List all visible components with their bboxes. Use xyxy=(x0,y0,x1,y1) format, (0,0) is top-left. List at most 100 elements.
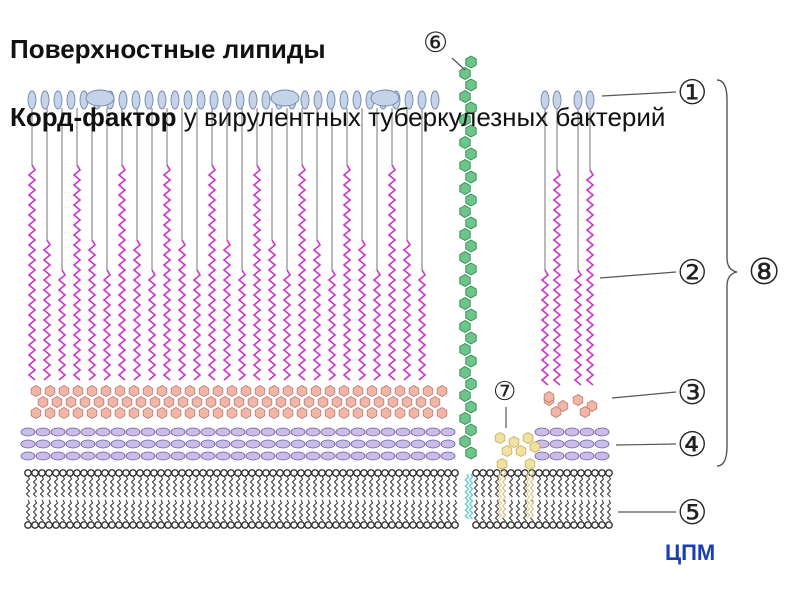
membrane-head-top xyxy=(381,469,389,477)
glycolipid-head xyxy=(183,90,193,110)
arabinogalactan-unit xyxy=(149,396,161,408)
mycolic-acid-chain xyxy=(177,239,187,381)
arabinogalactan-unit xyxy=(86,407,98,419)
mycolic-acid-chain xyxy=(357,239,367,381)
membrane-tail-bottom xyxy=(445,499,451,522)
membrane-tail-top xyxy=(550,475,556,498)
membrane-head-bottom xyxy=(486,521,494,529)
membrane-head-bottom xyxy=(283,521,291,529)
membrane-head-bottom xyxy=(451,521,459,529)
peptidoglycan-unit xyxy=(350,439,366,449)
arabinogalactan-unit xyxy=(44,407,56,419)
mycolic-acid-chain xyxy=(312,239,322,381)
membrane-head-top xyxy=(360,469,368,477)
peptidoglycan-unit xyxy=(425,427,441,437)
membrane-tail-bottom xyxy=(25,499,31,522)
membrane-head-bottom xyxy=(423,521,431,529)
arabinogalactan-unit xyxy=(44,385,56,397)
peptidoglycan-unit xyxy=(305,451,321,461)
membrane-head-top xyxy=(507,469,515,477)
peptidoglycan-unit xyxy=(35,439,51,449)
glycolipid-head xyxy=(235,90,245,110)
mycolic-acid-chain xyxy=(117,164,127,381)
membrane-tail-bottom xyxy=(39,499,45,522)
membrane-head-top xyxy=(248,469,256,477)
mycolic-acid-chain xyxy=(573,269,583,386)
peptidoglycan-unit xyxy=(230,439,246,449)
lipomannan-anchor xyxy=(529,469,535,519)
membrane-tail-top xyxy=(137,475,143,498)
membrane-head-top xyxy=(38,469,46,477)
lipomannan-unit xyxy=(522,431,534,445)
membrane-head-bottom xyxy=(101,521,109,529)
membrane-head-bottom xyxy=(311,521,319,529)
peptidoglycan-unit xyxy=(155,439,171,449)
membrane-head-bottom xyxy=(94,521,102,529)
glycolipid-head xyxy=(66,90,76,110)
membrane-head-top xyxy=(409,469,417,477)
membrane-head-bottom xyxy=(143,521,151,529)
membrane-head-bottom xyxy=(73,521,81,529)
arabinogalactan-unit xyxy=(233,396,245,408)
lipoarabinomannan-unit xyxy=(465,216,477,230)
membrane-head-top xyxy=(451,469,459,477)
membrane-head-bottom xyxy=(234,521,242,529)
lipomannan-unit xyxy=(524,457,536,471)
peptidoglycan-unit xyxy=(65,451,81,461)
glycolipid-head xyxy=(248,90,258,110)
lipomannan-unit xyxy=(529,440,541,454)
membrane-tail-bottom xyxy=(571,499,577,522)
arabinogalactan-unit xyxy=(415,396,427,408)
peptidoglycan-unit xyxy=(20,427,36,437)
membrane-tail-top xyxy=(480,475,486,498)
membrane-tail-top xyxy=(326,475,332,498)
peptidoglycan-unit xyxy=(395,427,411,437)
glycolipid-head xyxy=(196,90,206,110)
mycolic-acid-chain xyxy=(57,269,67,381)
mycolic-acid-chain xyxy=(372,269,382,381)
lipomannan-anchor xyxy=(497,469,503,519)
lam-anchor-left xyxy=(464,473,470,520)
membrane-head-top xyxy=(178,469,186,477)
membrane-head-bottom xyxy=(192,521,200,529)
membrane-tail-top xyxy=(25,475,31,498)
membrane-head-bottom xyxy=(150,521,158,529)
peptidoglycan-unit xyxy=(65,439,81,449)
membrane-tail-bottom xyxy=(221,499,227,522)
membrane-tail-bottom xyxy=(228,499,234,522)
arabinogalactan-unit xyxy=(93,396,105,408)
membrane-tail-top xyxy=(151,475,157,498)
arabinogalactan-unit xyxy=(282,407,294,419)
membrane-tail-bottom xyxy=(186,499,192,522)
arabinogalactan-unit xyxy=(401,396,413,408)
lipomannan-unit xyxy=(515,444,527,458)
membrane-head-bottom xyxy=(402,521,410,529)
membrane-head-bottom xyxy=(507,521,515,529)
mycolic-acid-chain xyxy=(342,164,352,381)
peptidoglycan-unit xyxy=(440,451,456,461)
lipomannan-cluster xyxy=(494,431,541,519)
membrane-head-top xyxy=(346,469,354,477)
membrane-tail-top xyxy=(165,475,171,498)
arabinogalactan-unit xyxy=(247,396,259,408)
lipoarabinomannan-unit xyxy=(465,147,477,161)
peptidoglycan-unit xyxy=(140,451,156,461)
arabinogalactan-unit xyxy=(226,385,238,397)
peptidoglycan-unit xyxy=(350,451,366,461)
membrane-tail-top xyxy=(578,475,584,498)
membrane-tail-bottom xyxy=(179,499,185,522)
membrane-head-bottom xyxy=(346,521,354,529)
membrane-head-top xyxy=(241,469,249,477)
membrane-tail-top xyxy=(193,475,199,498)
membrane-head-bottom xyxy=(199,521,207,529)
arabinogalactan-unit xyxy=(296,385,308,397)
arabinogalactan-unit xyxy=(114,407,126,419)
membrane-tail-bottom xyxy=(95,499,101,522)
arabinogalactan-unit xyxy=(352,385,364,397)
membrane-head-top xyxy=(556,469,564,477)
peptidoglycan-unit xyxy=(564,451,580,461)
membrane-head-bottom xyxy=(528,521,536,529)
membrane-tail-top xyxy=(375,475,381,498)
peptidoglycan-unit xyxy=(260,451,276,461)
arabinogalactan-unit xyxy=(212,385,224,397)
